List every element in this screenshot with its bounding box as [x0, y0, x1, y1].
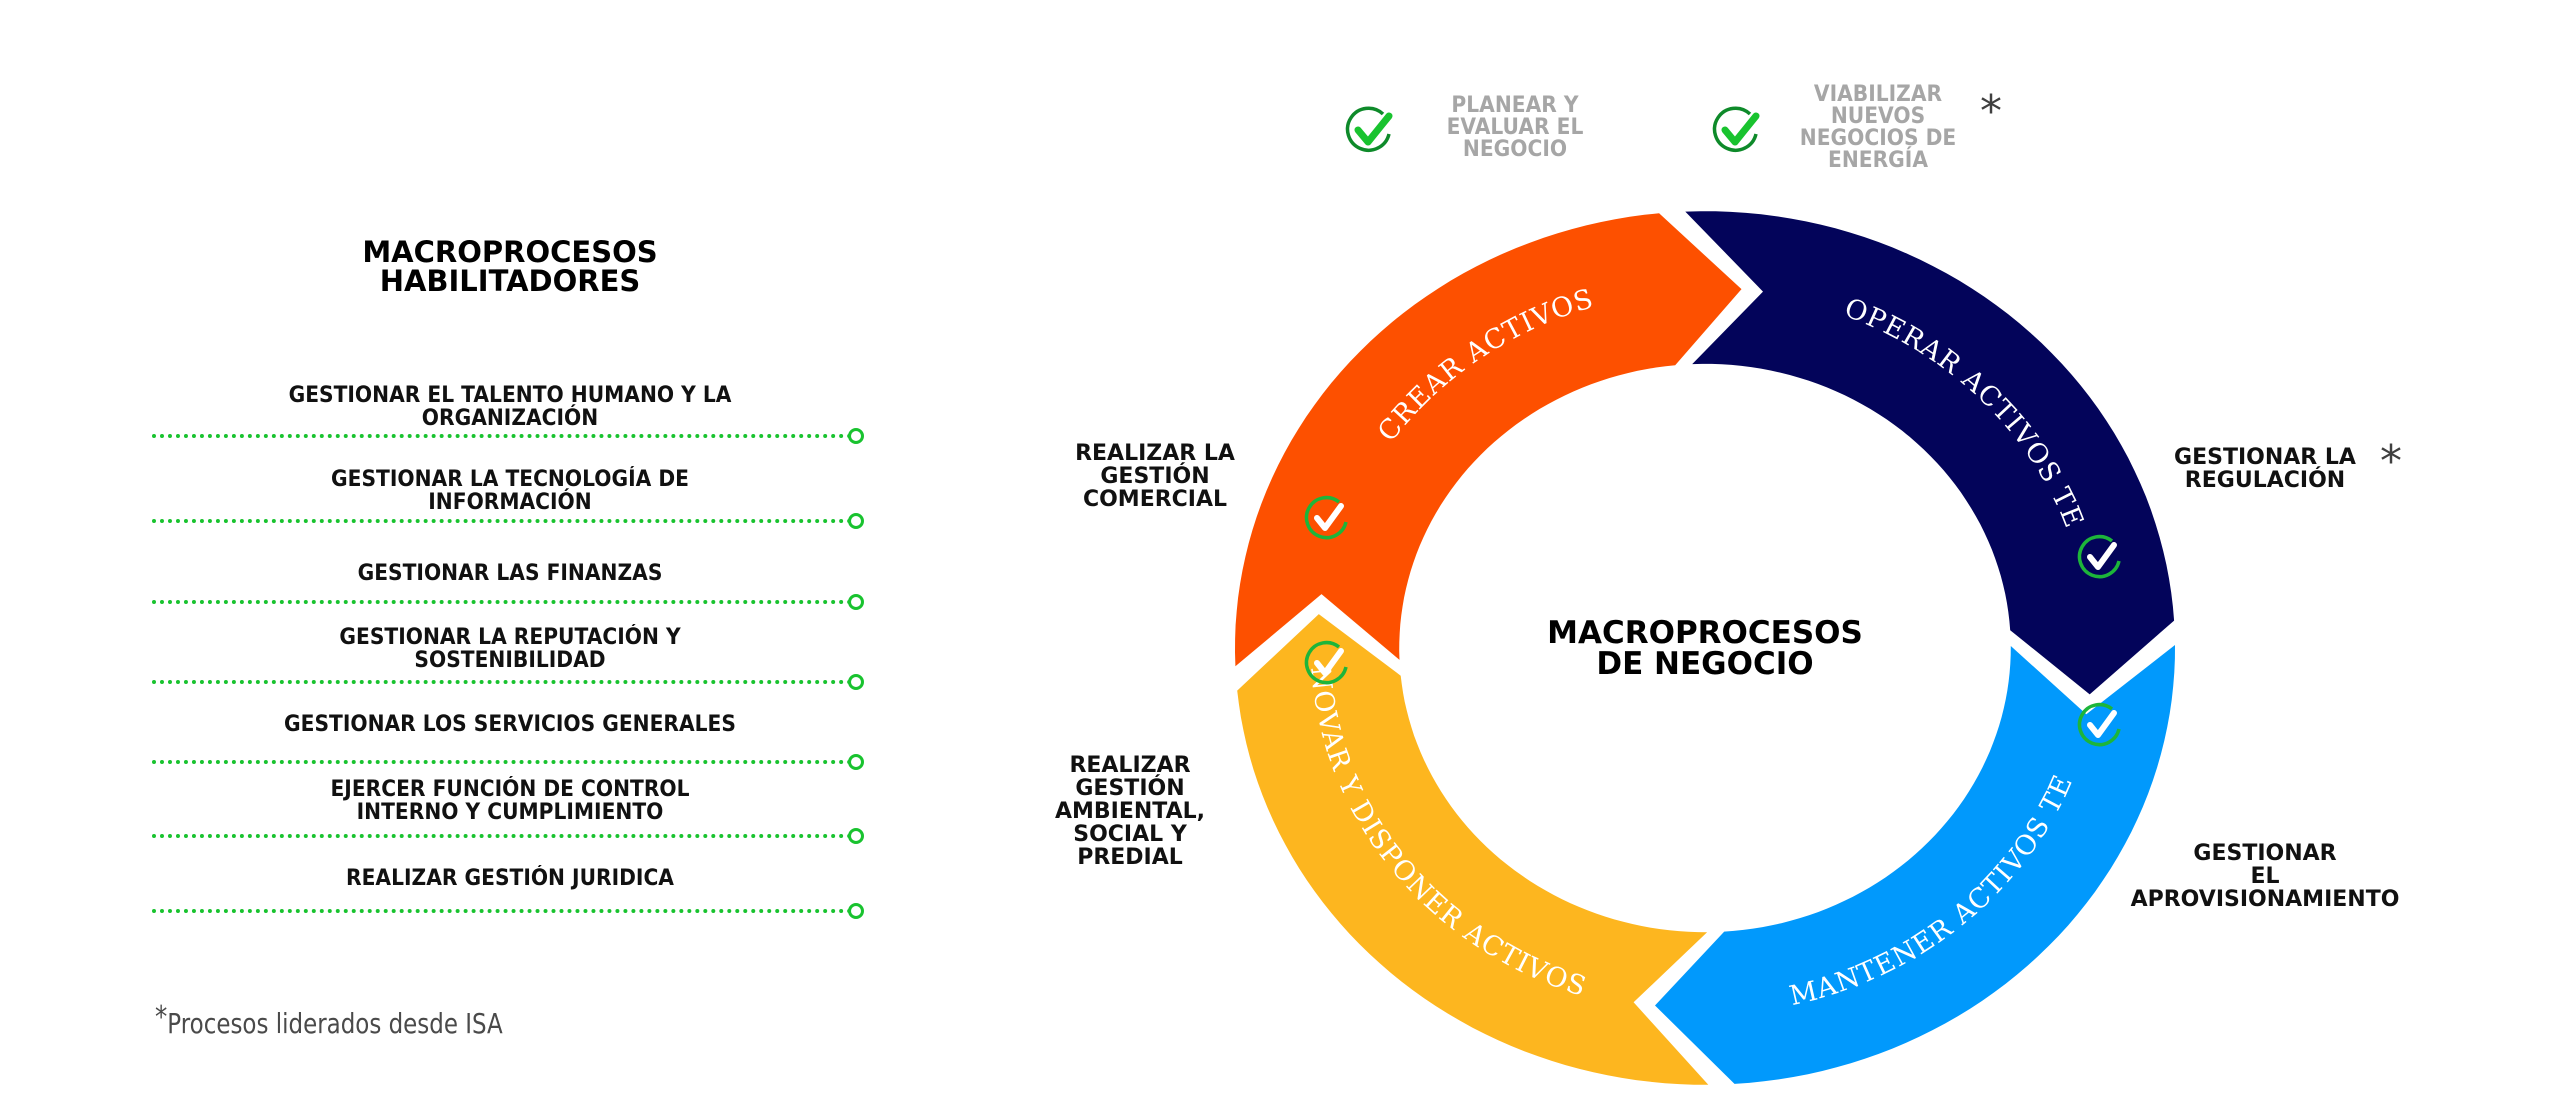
strategic-label-viabilizar: VIABILIZAR NUEVOS NEGOCIOS DE ENERGÍA	[1786, 84, 1970, 172]
label-line: ORGANIZACIÓN	[421, 406, 599, 431]
dotted-connector-line	[152, 834, 852, 838]
dotted-connector-line	[152, 909, 852, 913]
label-line: GESTIÓN	[1100, 464, 1210, 489]
check-circle-icon	[1712, 106, 1760, 152]
enabler-item-label: REALIZAR GESTIÓN JURIDICA	[234, 867, 786, 890]
label-line: INTERNO Y CUMPLIMIENTO	[356, 800, 664, 825]
footnote-asterisk: *	[155, 1000, 168, 1035]
business-title-line2: DE NEGOCIO	[1596, 646, 1814, 682]
connector-endpoint-icon	[848, 428, 864, 444]
connector-endpoint-icon	[848, 594, 864, 610]
label-line: REALIZAR LA	[1075, 441, 1235, 466]
label-line: GESTIONAR LA	[2174, 445, 2356, 470]
connector-endpoint-icon	[848, 513, 864, 529]
connector-endpoint-icon	[848, 828, 864, 844]
label-line: NEGOCIOS DE	[1799, 126, 1957, 151]
dotted-connector-line	[152, 680, 852, 684]
enabler-item-label: GESTIONAR LOS SERVICIOS GENERALES	[234, 713, 786, 736]
label-line: GESTIONAR LA REPUTACIÓN Y	[339, 625, 681, 650]
segment-crear-activos[interactable]	[1685, 211, 2175, 695]
label-line: NEGOCIO	[1462, 137, 1568, 162]
enablers-title-line2: HABILITADORES	[379, 264, 641, 298]
connector-endpoint-icon	[848, 754, 864, 770]
label-line: ENERGÍA	[1828, 148, 1928, 173]
dotted-connector-line	[152, 760, 852, 764]
check-circle-icon	[2077, 702, 2121, 747]
check-circle-icon	[2077, 534, 2121, 579]
label-line: EL	[2250, 864, 2280, 889]
support-label-commercial: REALIZAR LA GESTIÓN COMERCIAL	[1050, 442, 1260, 511]
segment-operar-activos[interactable]	[1655, 645, 2175, 1084]
label-line: GESTIONAR LA TECNOLOGÍA DE	[331, 467, 689, 492]
support-label-regulation: GESTIONAR LA REGULACIÓN	[2155, 446, 2375, 492]
label-line: GESTIONAR LOS SERVICIOS GENERALES	[284, 712, 736, 737]
enablers-title-line1: MACROPROCESOS	[362, 235, 658, 269]
label-line: REALIZAR	[1069, 753, 1191, 778]
strategic-label-planear: PLANEAR Y EVALUAR EL NEGOCIO	[1423, 95, 1607, 161]
label-line: REGULACIÓN	[2184, 468, 2346, 493]
isa-asterisk: *	[1980, 86, 2002, 137]
enablers-title: MACROPROCESOS HABILITADORES	[300, 238, 720, 296]
label-line: GESTIONAR EL TALENTO HUMANO Y LA	[288, 383, 732, 408]
label-line: GESTIONAR LAS FINANZAS	[357, 561, 663, 586]
support-label-environmental: REALIZAR GESTIÓN AMBIENTAL, SOCIAL Y PRE…	[1030, 754, 1230, 869]
label-line: INFORMACIÓN	[428, 490, 592, 515]
label-line: EJERCER FUNCIÓN DE CONTROL	[330, 777, 690, 802]
label-line: SOCIAL Y	[1073, 822, 1187, 847]
label-line: PLANEAR Y	[1451, 93, 1579, 118]
footnote-text: Procesos liderados desde ISA	[167, 1007, 503, 1040]
dotted-connector-line	[152, 600, 852, 604]
label-line: VIABILIZAR	[1813, 82, 1943, 107]
label-line: AMBIENTAL,	[1054, 799, 1205, 824]
isa-asterisk: *	[2380, 436, 2402, 487]
check-circle-icon	[1345, 106, 1393, 152]
label-line: GESTIÓN	[1075, 776, 1185, 801]
check-circle-icon	[1304, 495, 1348, 540]
label-line: GESTIONAR	[2193, 841, 2337, 866]
label-line: COMERCIAL	[1082, 487, 1228, 512]
segment-mantener-activos[interactable]	[1237, 614, 1709, 1085]
label-line: EVALUAR EL	[1446, 115, 1584, 140]
connector-endpoint-icon	[848, 674, 864, 690]
support-label-provisioning: GESTIONAR EL APROVISIONAMIENTO	[2100, 842, 2430, 911]
label-line: SOSTENIBILIDAD	[414, 648, 606, 673]
label-line: PREDIAL	[1077, 845, 1183, 870]
label-line: APROVISIONAMIENTO	[2130, 887, 2400, 912]
connector-endpoint-icon	[848, 903, 864, 919]
business-title: MACROPROCESOS DE NEGOCIO	[1505, 618, 1905, 680]
enabler-item-label: GESTIONAR LAS FINANZAS	[234, 562, 786, 585]
check-circle-icon	[1304, 640, 1348, 685]
business-title-line1: MACROPROCESOS	[1547, 615, 1863, 651]
label-line: NUEVOS	[1830, 104, 1926, 129]
label-line: REALIZAR GESTIÓN JURIDICA	[346, 866, 674, 891]
dotted-connector-line	[152, 434, 852, 438]
segment-renovar-disponer-activos[interactable]	[1235, 213, 1742, 667]
dotted-connector-line	[152, 519, 852, 523]
footnote: *Procesos liderados desde ISA	[155, 1000, 503, 1040]
